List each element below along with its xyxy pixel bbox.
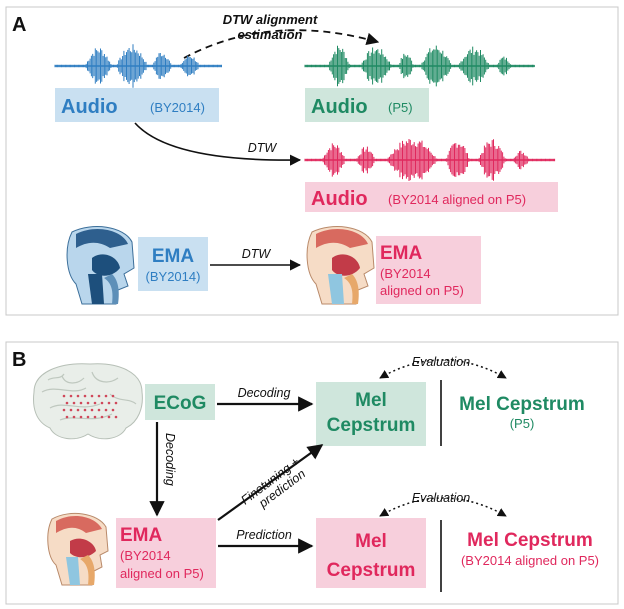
audio-waveform-icon [304,139,556,181]
ref-top-sub: (P5) [510,416,535,431]
audio-target-sub: (P5) [388,100,413,115]
dtw-audio-label: DTW [248,141,278,155]
mel-bottom-label-1: Mel [355,531,387,552]
vocal-tract-icon [66,226,135,305]
ema-aligned-sub-2: aligned on P5) [380,283,464,298]
mel-bottom-box [316,518,426,588]
dtw-estimation-label-1: DTW alignment [223,12,318,27]
dtw-ema-label: DTW [242,247,272,261]
vocal-tract-icon [306,226,375,305]
audio-aligned-title: Audio [311,188,368,210]
mel-bottom-label-2: Cepstrum [327,560,416,581]
audio-target-box [305,88,429,122]
mel-top-box [316,382,426,446]
ema-aligned-box [376,236,481,304]
evaluation-label-top: Evaluation [412,355,470,369]
ema-source-box [138,237,208,291]
audio-source-box [55,88,219,122]
ema-b-sub-1: (BY2014 [120,548,171,563]
ema-b-box [116,518,216,588]
vocal-tract-icon [47,513,109,586]
ema-aligned-title: EMA [380,243,423,264]
ema-source-sub: (BY2014) [146,269,201,284]
evaluation-label-bottom: Evaluation [412,491,470,505]
evaluation-arc-bottom [379,497,507,517]
decoding-label-h: Decoding [238,386,291,400]
audio-source-sub: (BY2014) [150,100,205,115]
dtw-estimation-label-2: estimation [237,27,302,42]
mel-top-label-1: Mel [355,390,387,411]
audio-aligned-box [305,182,558,212]
panel-a-label: A [12,14,26,36]
ecog-label: ECoG [154,393,207,414]
mel-top-label-2: Cepstrum [327,415,416,436]
audio-source-title: Audio [61,96,118,118]
panel-b-label: B [12,349,26,371]
evaluation-arc-top [379,359,507,379]
ref-bottom-title: Mel Cepstrum [467,530,593,551]
audio-waveform-icon [54,44,222,88]
prediction-label: Prediction [236,528,292,542]
ema-b-title: EMA [120,525,163,546]
decoding-label-v: Decoding [163,433,177,486]
audio-aligned-sub: (BY2014 aligned on P5) [388,192,526,207]
audio-target-title: Audio [311,96,368,118]
ema-b-sub-2: aligned on P5) [120,566,204,581]
brain-icon [33,363,143,440]
ref-top-title: Mel Cepstrum [459,394,585,415]
ema-source-title: EMA [152,246,195,267]
dtw-audio-arrow [134,122,302,166]
finetuning-arrow [217,444,324,521]
ema-aligned-sub-1: (BY2014 [380,266,431,281]
audio-waveform-icon [304,45,535,87]
dtw-estimation-arrow [183,29,380,59]
ref-bottom-sub: (BY2014 aligned on P5) [461,553,599,568]
ecog-box [145,384,215,420]
